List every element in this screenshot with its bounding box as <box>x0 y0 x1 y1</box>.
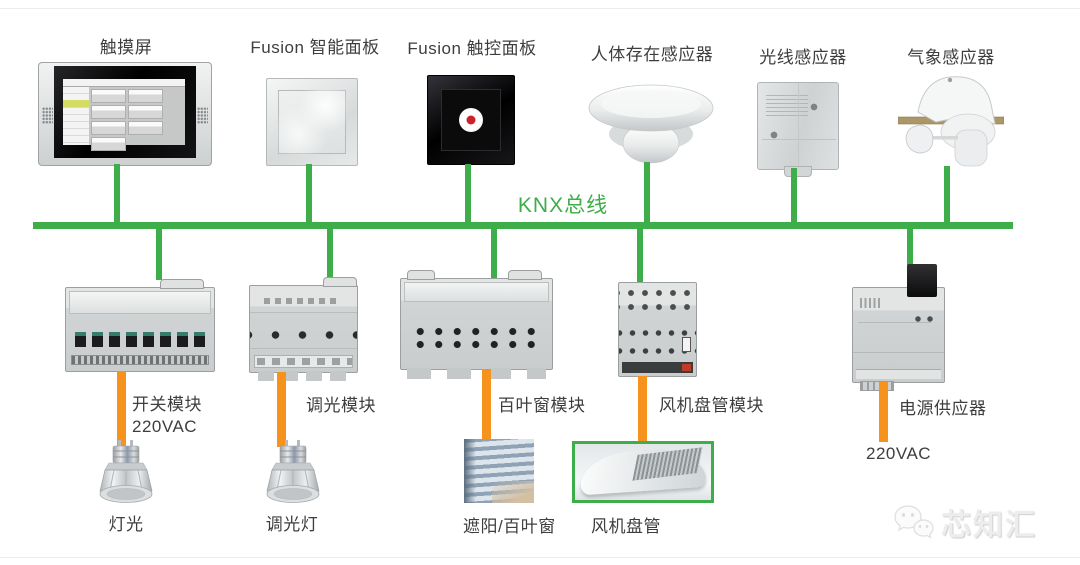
screen-tile <box>128 121 163 135</box>
label-blinds: 遮阳/百叶窗 <box>463 517 556 536</box>
power-supply-detail <box>853 288 944 382</box>
touchscreen-sidebar <box>63 87 89 145</box>
fan-coil-module-terminals <box>619 283 696 376</box>
knx-bus-label: KNX总线 <box>517 194 609 217</box>
light-sensor-seam <box>798 83 799 169</box>
dimmer-module-feet <box>258 371 349 381</box>
terminal <box>143 332 154 347</box>
terminal <box>92 332 103 347</box>
power-supply-bottom-strip <box>856 369 941 379</box>
blind-module-cover <box>404 282 549 302</box>
fan-coil-module-switch <box>682 337 691 352</box>
touch-panel-dial <box>459 108 483 132</box>
terminal <box>75 332 86 347</box>
terminal <box>109 332 120 347</box>
bus-drop-blind-module <box>491 229 497 279</box>
wechat-chat-bubbles-icon <box>894 505 934 539</box>
mains-line-switch <box>117 371 126 447</box>
touchscreen-ui <box>63 79 185 151</box>
terminal <box>194 332 205 347</box>
label-dimmable-light: 调光灯 <box>265 515 319 534</box>
mains-line-fan-coil <box>638 376 647 441</box>
knx-bus-line <box>33 222 1013 229</box>
module-top-tab <box>407 270 435 280</box>
screen-tile <box>128 105 163 119</box>
bus-drop-fusion-smart-panel <box>306 164 312 222</box>
switch-module-terminal-strip <box>71 355 209 365</box>
touchscreen-screen <box>54 66 196 158</box>
label-weather-sensor: 气象感应器 <box>907 48 995 67</box>
fusion-smart-panel-image <box>266 78 358 166</box>
label-switch-voltage: 220VAC <box>132 417 198 436</box>
fan-coil-module-image <box>618 282 697 377</box>
power-supply-terminal-block <box>860 381 894 391</box>
label-fusion-touch-panel: Fusion 触控面板 <box>407 39 537 58</box>
label-blind-module: 百叶窗模块 <box>498 396 586 415</box>
label-presence-sensor: 人体存在感应器 <box>590 45 714 64</box>
screen-tile <box>91 121 126 135</box>
terminal <box>126 332 137 347</box>
terminal <box>177 332 188 347</box>
power-supply-image <box>852 264 945 391</box>
bus-drop-weather-sensor <box>944 166 950 222</box>
screen-tile <box>91 105 126 119</box>
screen-tile <box>91 89 126 103</box>
label-dimmer-module: 调光模块 <box>306 396 376 415</box>
bus-drop-touchscreen <box>114 164 120 222</box>
label-power-supply: 电源供应器 <box>899 399 987 418</box>
label-touchscreen: 触摸屏 <box>99 38 153 57</box>
module-top-tab <box>160 279 204 289</box>
bus-drop-switch-module <box>156 229 162 280</box>
touchscreen-tiles <box>91 89 185 151</box>
label-switch-module: 开关模块 <box>132 395 202 414</box>
bus-drop-dimmer-module <box>327 229 333 282</box>
blind-module-feet <box>407 368 546 379</box>
bus-drop-power-supply <box>907 229 913 265</box>
bottom-border-line <box>0 557 1080 558</box>
blind-module-image <box>400 270 553 379</box>
switch-module-image <box>65 279 215 372</box>
presence-sensor-image <box>588 84 714 164</box>
dimmable-light-bulb-image <box>266 440 320 503</box>
mains-line-power-supply <box>879 382 888 442</box>
screen-tile <box>128 89 163 103</box>
bus-drop-presence-sensor <box>644 162 650 222</box>
label-fusion-smart-panel: Fusion 智能面板 <box>250 38 380 57</box>
watermark: 芯知汇 <box>893 500 1037 544</box>
label-light: 灯光 <box>108 515 144 534</box>
switch-module-terminals <box>75 332 205 347</box>
blinds-image <box>464 439 534 503</box>
bus-drop-fan-coil-module <box>637 229 643 283</box>
touchscreen-image <box>38 62 212 166</box>
fusion-touch-panel-image <box>427 75 515 165</box>
label-fan-coil-module: 风机盘管模块 <box>659 396 764 415</box>
dimmer-module-image <box>249 277 358 381</box>
label-light-sensor: 光线感应器 <box>759 48 847 67</box>
module-top-tab <box>508 270 542 280</box>
bus-drop-fusion-touch-panel <box>465 164 471 222</box>
label-fan-coil: 风机盘管 <box>591 517 661 536</box>
label-psu-voltage: 220VAC <box>866 444 932 463</box>
bus-drop-light-sensor <box>791 168 797 222</box>
mains-line-dimmer <box>277 372 286 447</box>
blind-module-terminals <box>411 325 542 351</box>
watermark-text: 芯知汇 <box>941 509 1037 542</box>
light-sensor-image <box>757 82 839 170</box>
mains-line-blind <box>482 369 491 439</box>
top-border-line <box>0 8 1080 9</box>
terminal <box>160 332 171 347</box>
light-bulb-image <box>99 440 153 503</box>
switch-module-cover <box>69 291 211 314</box>
fan-coil-module-terminal-strip <box>622 362 693 373</box>
weather-sensor-image <box>898 76 1004 167</box>
dimmer-module-terminal-strip <box>254 355 353 368</box>
fan-coil-image <box>572 441 714 503</box>
screen-tile <box>91 137 126 151</box>
